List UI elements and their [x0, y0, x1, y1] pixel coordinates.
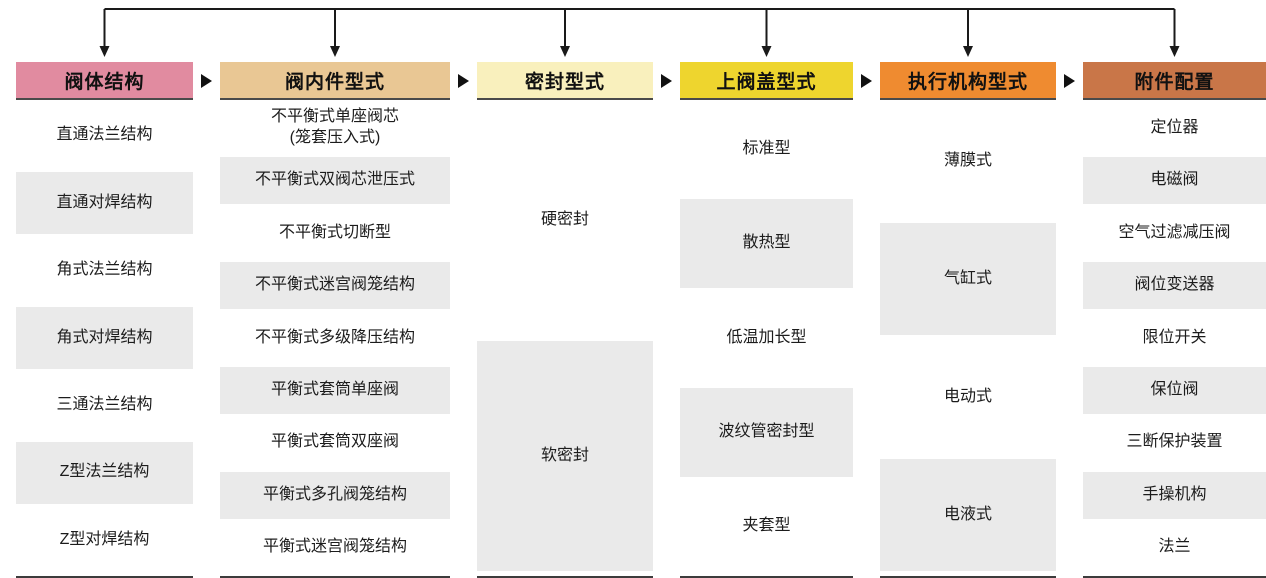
list-item: 手操机构 [1083, 472, 1266, 519]
column-accessories: 附件配置 定位器 电磁阀 空气过滤减压阀 阀位变送器 限位开关 保位阀 三断保护… [1083, 62, 1266, 578]
list-item: 不平衡式迷宫阀笼结构 [220, 262, 450, 309]
list-item: 电液式 [880, 459, 1056, 571]
down-arrow-icon [761, 46, 772, 57]
list-item: 限位开关 [1142, 328, 1207, 346]
list-item: 阀位变送器 [1083, 262, 1266, 309]
column-header: 上阀盖型式 [680, 62, 853, 100]
list-item: 不平衡式单座阀芯 (笼套压入式) [270, 108, 399, 147]
list-item: 平衡式套筒单座阀 [220, 367, 450, 414]
down-arrow-icon [99, 46, 110, 57]
column-items: 薄膜式 气缸式 电动式 电液式 [880, 100, 1056, 576]
list-item: 夹套型 [742, 517, 791, 535]
list-item: 散热型 [680, 199, 853, 288]
list-item: 不平衡式多级降压结构 [254, 328, 415, 346]
column-actuator-type: 执行机构型式 薄膜式 气缸式 电动式 电液式 [880, 62, 1056, 578]
list-item: Z型法兰结构 [16, 442, 193, 504]
list-item: 定位器 [1150, 118, 1199, 136]
column-header: 附件配置 [1083, 62, 1266, 100]
list-item: Z型对焊结构 [59, 530, 150, 548]
list-item: 平衡式多孔阀笼结构 [220, 472, 450, 519]
down-arrow-icon [1169, 46, 1180, 57]
right-arrow-icon [458, 74, 469, 88]
down-arrow-icon [560, 46, 570, 57]
right-arrow-icon [201, 74, 212, 88]
column-header: 执行机构型式 [880, 62, 1056, 100]
down-arrow-icon [330, 46, 340, 57]
list-item: 三通法兰结构 [56, 396, 153, 413]
flow-connector [99, 8, 1180, 57]
right-arrow-icon [661, 74, 672, 88]
right-arrow-icon [1064, 74, 1075, 88]
column-header: 密封型式 [477, 62, 653, 100]
list-item: 空气过滤减压阀 [1118, 223, 1231, 241]
column-bonnet-type: 上阀盖型式 标准型 散热型 低温加长型 波纹管密封型 夹套型 [680, 62, 853, 578]
list-item: 波纹管密封型 [680, 388, 853, 477]
column-items: 硬密封 软密封 [477, 100, 653, 576]
column-items: 定位器 电磁阀 空气过滤减压阀 阀位变送器 限位开关 保位阀 三断保护装置 手操… [1083, 100, 1266, 576]
list-item: 薄膜式 [943, 151, 992, 169]
column-seal-type: 密封型式 硬密封 软密封 [477, 62, 653, 578]
list-item: 气缸式 [880, 223, 1056, 335]
list-item: 法兰 [1158, 538, 1191, 556]
list-item: 硬密封 [540, 210, 589, 228]
list-item: 软密封 [477, 341, 653, 571]
header-separator [193, 62, 220, 578]
column-header: 阀体结构 [16, 62, 193, 100]
list-item: 标准型 [742, 139, 791, 157]
down-arrow-icon [963, 46, 973, 57]
list-item: 保位阀 [1083, 367, 1266, 414]
list-item: 不平衡式双阀芯泄压式 [220, 157, 450, 204]
flow-columns: 阀体结构 直通法兰结构 直通对焊结构 角式法兰结构 角式对焊结构 三通法兰结构 … [16, 62, 1266, 578]
column-items: 直通法兰结构 直通对焊结构 角式法兰结构 角式对焊结构 三通法兰结构 Z型法兰结… [16, 100, 193, 576]
list-item: 角式法兰结构 [56, 261, 153, 279]
header-separator [653, 62, 680, 578]
header-separator [450, 62, 477, 578]
column-items: 不平衡式单座阀芯 (笼套压入式) 不平衡式双阀芯泄压式 不平衡式切断型 不平衡式… [220, 100, 450, 576]
list-item: 平衡式迷宫阀笼结构 [262, 538, 407, 556]
column-valve-body-structure: 阀体结构 直通法兰结构 直通对焊结构 角式法兰结构 角式对焊结构 三通法兰结构 … [16, 62, 193, 578]
column-header: 阀内件型式 [220, 62, 450, 100]
list-item: 低温加长型 [726, 328, 807, 346]
list-item: 直通对焊结构 [16, 172, 193, 234]
column-trim-type: 阀内件型式 不平衡式单座阀芯 (笼套压入式) 不平衡式双阀芯泄压式 不平衡式切断… [220, 62, 450, 578]
list-item: 角式对焊结构 [16, 307, 193, 369]
list-item: 电磁阀 [1083, 157, 1266, 204]
list-item: 电动式 [943, 387, 992, 405]
header-separator [1056, 62, 1083, 578]
column-items: 标准型 散热型 低温加长型 波纹管密封型 夹套型 [680, 100, 853, 576]
list-item: 直通法兰结构 [56, 126, 153, 144]
list-item: 三断保护装置 [1126, 433, 1223, 451]
list-item: 不平衡式切断型 [278, 223, 391, 241]
header-separator [853, 62, 880, 578]
right-arrow-icon [861, 74, 872, 88]
list-item: 平衡式套筒双座阀 [270, 433, 399, 451]
